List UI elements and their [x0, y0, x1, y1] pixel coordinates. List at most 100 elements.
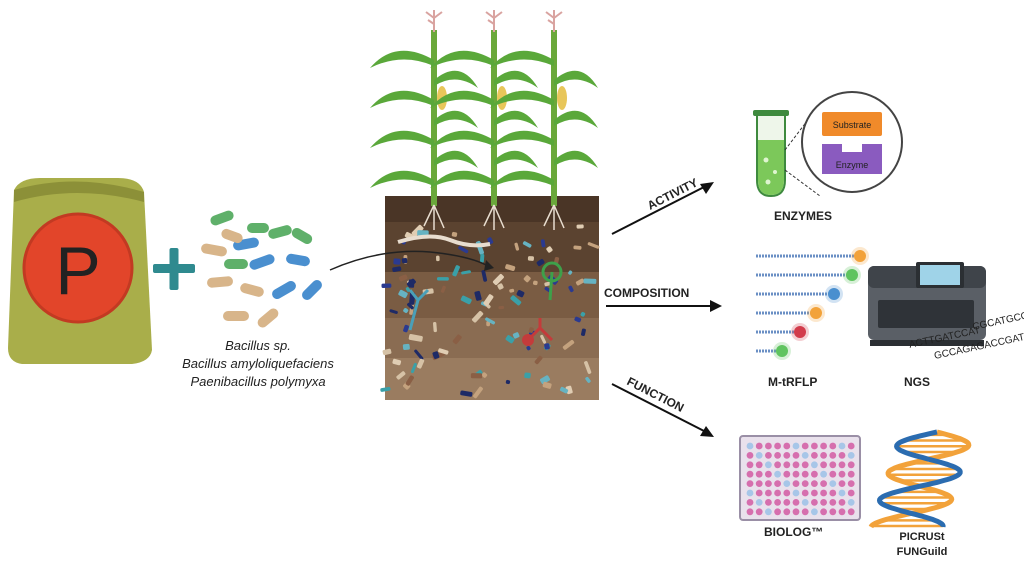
well	[783, 508, 791, 516]
bacterium	[268, 225, 292, 239]
well	[801, 452, 809, 459]
species-paenibacillus-polymyxa: Paenibacillus polymyxa	[190, 374, 325, 389]
species-bacillus-amyloliquefaciens: Bacillus amyloliquefaciens	[182, 356, 334, 371]
well	[838, 489, 846, 497]
soil-particle	[505, 335, 515, 344]
bacterium	[224, 259, 248, 269]
soil-particle	[485, 317, 496, 325]
sequencer-icon	[868, 262, 986, 346]
well	[765, 470, 772, 478]
bacterium	[291, 228, 313, 244]
bacterium	[302, 280, 322, 300]
well	[829, 470, 837, 478]
well	[829, 452, 837, 459]
well	[847, 480, 855, 487]
inoculant-species: Bacillus sp. Bacillus amyloliquefaciens …	[182, 338, 334, 389]
bacterium	[201, 243, 227, 257]
well	[801, 480, 809, 487]
soil-particle	[461, 270, 471, 275]
well	[820, 480, 827, 487]
well	[746, 508, 754, 516]
soil-particle	[536, 258, 545, 267]
fluorescent-tag	[846, 269, 858, 281]
soil-particle	[524, 372, 531, 379]
phosphorus-icon	[24, 214, 132, 322]
soil-particle	[544, 343, 550, 350]
soil-particle	[516, 290, 525, 298]
well	[820, 508, 827, 516]
bacterium	[221, 228, 243, 244]
well	[820, 461, 827, 469]
well	[746, 499, 754, 506]
well	[765, 499, 772, 506]
well	[838, 470, 846, 478]
bacterium	[247, 223, 269, 233]
well	[746, 489, 754, 497]
well	[765, 452, 772, 459]
soil-particle	[539, 375, 551, 385]
well	[755, 499, 763, 506]
soil-particle	[505, 379, 511, 385]
soil-particle	[392, 266, 402, 272]
soil-particle	[540, 239, 546, 248]
well	[774, 489, 781, 497]
soil-particle	[408, 279, 415, 288]
well	[783, 461, 791, 469]
composition-label: COMPOSITION	[604, 286, 689, 300]
soil-particle	[573, 245, 582, 250]
well	[783, 489, 791, 497]
soil-particle	[587, 242, 600, 249]
bacterium	[210, 210, 234, 226]
well	[755, 470, 763, 478]
soil-microbes	[380, 224, 600, 399]
soil-particle	[510, 295, 522, 306]
well	[792, 461, 800, 469]
soil-particle	[562, 339, 575, 350]
soil-particle	[568, 270, 573, 275]
phosphorus-symbol: P	[55, 233, 100, 309]
soil-particle	[470, 373, 483, 379]
soil-particle	[398, 289, 408, 299]
well	[811, 452, 818, 459]
soil-particle	[401, 257, 408, 264]
activity-arrow: ACTIVITY	[611, 175, 714, 235]
well	[838, 508, 846, 516]
maize-plant	[490, 10, 598, 230]
species-bacillus-sp: Bacillus sp.	[225, 338, 291, 353]
well	[847, 452, 855, 459]
fluorescent-tag	[854, 250, 866, 262]
soil-particle	[505, 264, 516, 272]
fluorescent-tag	[776, 345, 788, 357]
enzyme-label: Enzyme	[836, 160, 869, 170]
soil-particle	[452, 334, 462, 345]
soil-particle	[396, 371, 406, 380]
soil-particle	[432, 351, 440, 359]
bacterium	[207, 276, 233, 288]
well	[847, 461, 855, 469]
soil-particle	[540, 334, 547, 344]
soil-particle	[407, 302, 414, 310]
maize-plants-icon	[370, 10, 598, 230]
soil-particle	[526, 345, 531, 351]
soil-particle	[403, 324, 409, 333]
well	[755, 461, 763, 469]
well	[765, 489, 772, 497]
well	[774, 499, 781, 506]
soil-particle	[481, 270, 488, 282]
well	[820, 499, 827, 506]
well	[801, 499, 809, 506]
well	[820, 489, 827, 497]
soil-particle	[483, 294, 494, 306]
well	[792, 452, 800, 459]
soil-particle	[523, 275, 531, 283]
funguild-label: FUNGuild	[897, 546, 948, 558]
soil-particle	[546, 246, 553, 253]
well	[746, 442, 754, 450]
well	[746, 480, 754, 487]
soil-particle	[460, 295, 472, 305]
substrate-label: Substrate	[833, 120, 872, 130]
soil-particle	[393, 258, 401, 265]
mtrflp-fragments-icon	[756, 247, 869, 360]
soil-particle	[398, 274, 408, 282]
composition-arrow: COMPOSITION	[604, 286, 722, 312]
